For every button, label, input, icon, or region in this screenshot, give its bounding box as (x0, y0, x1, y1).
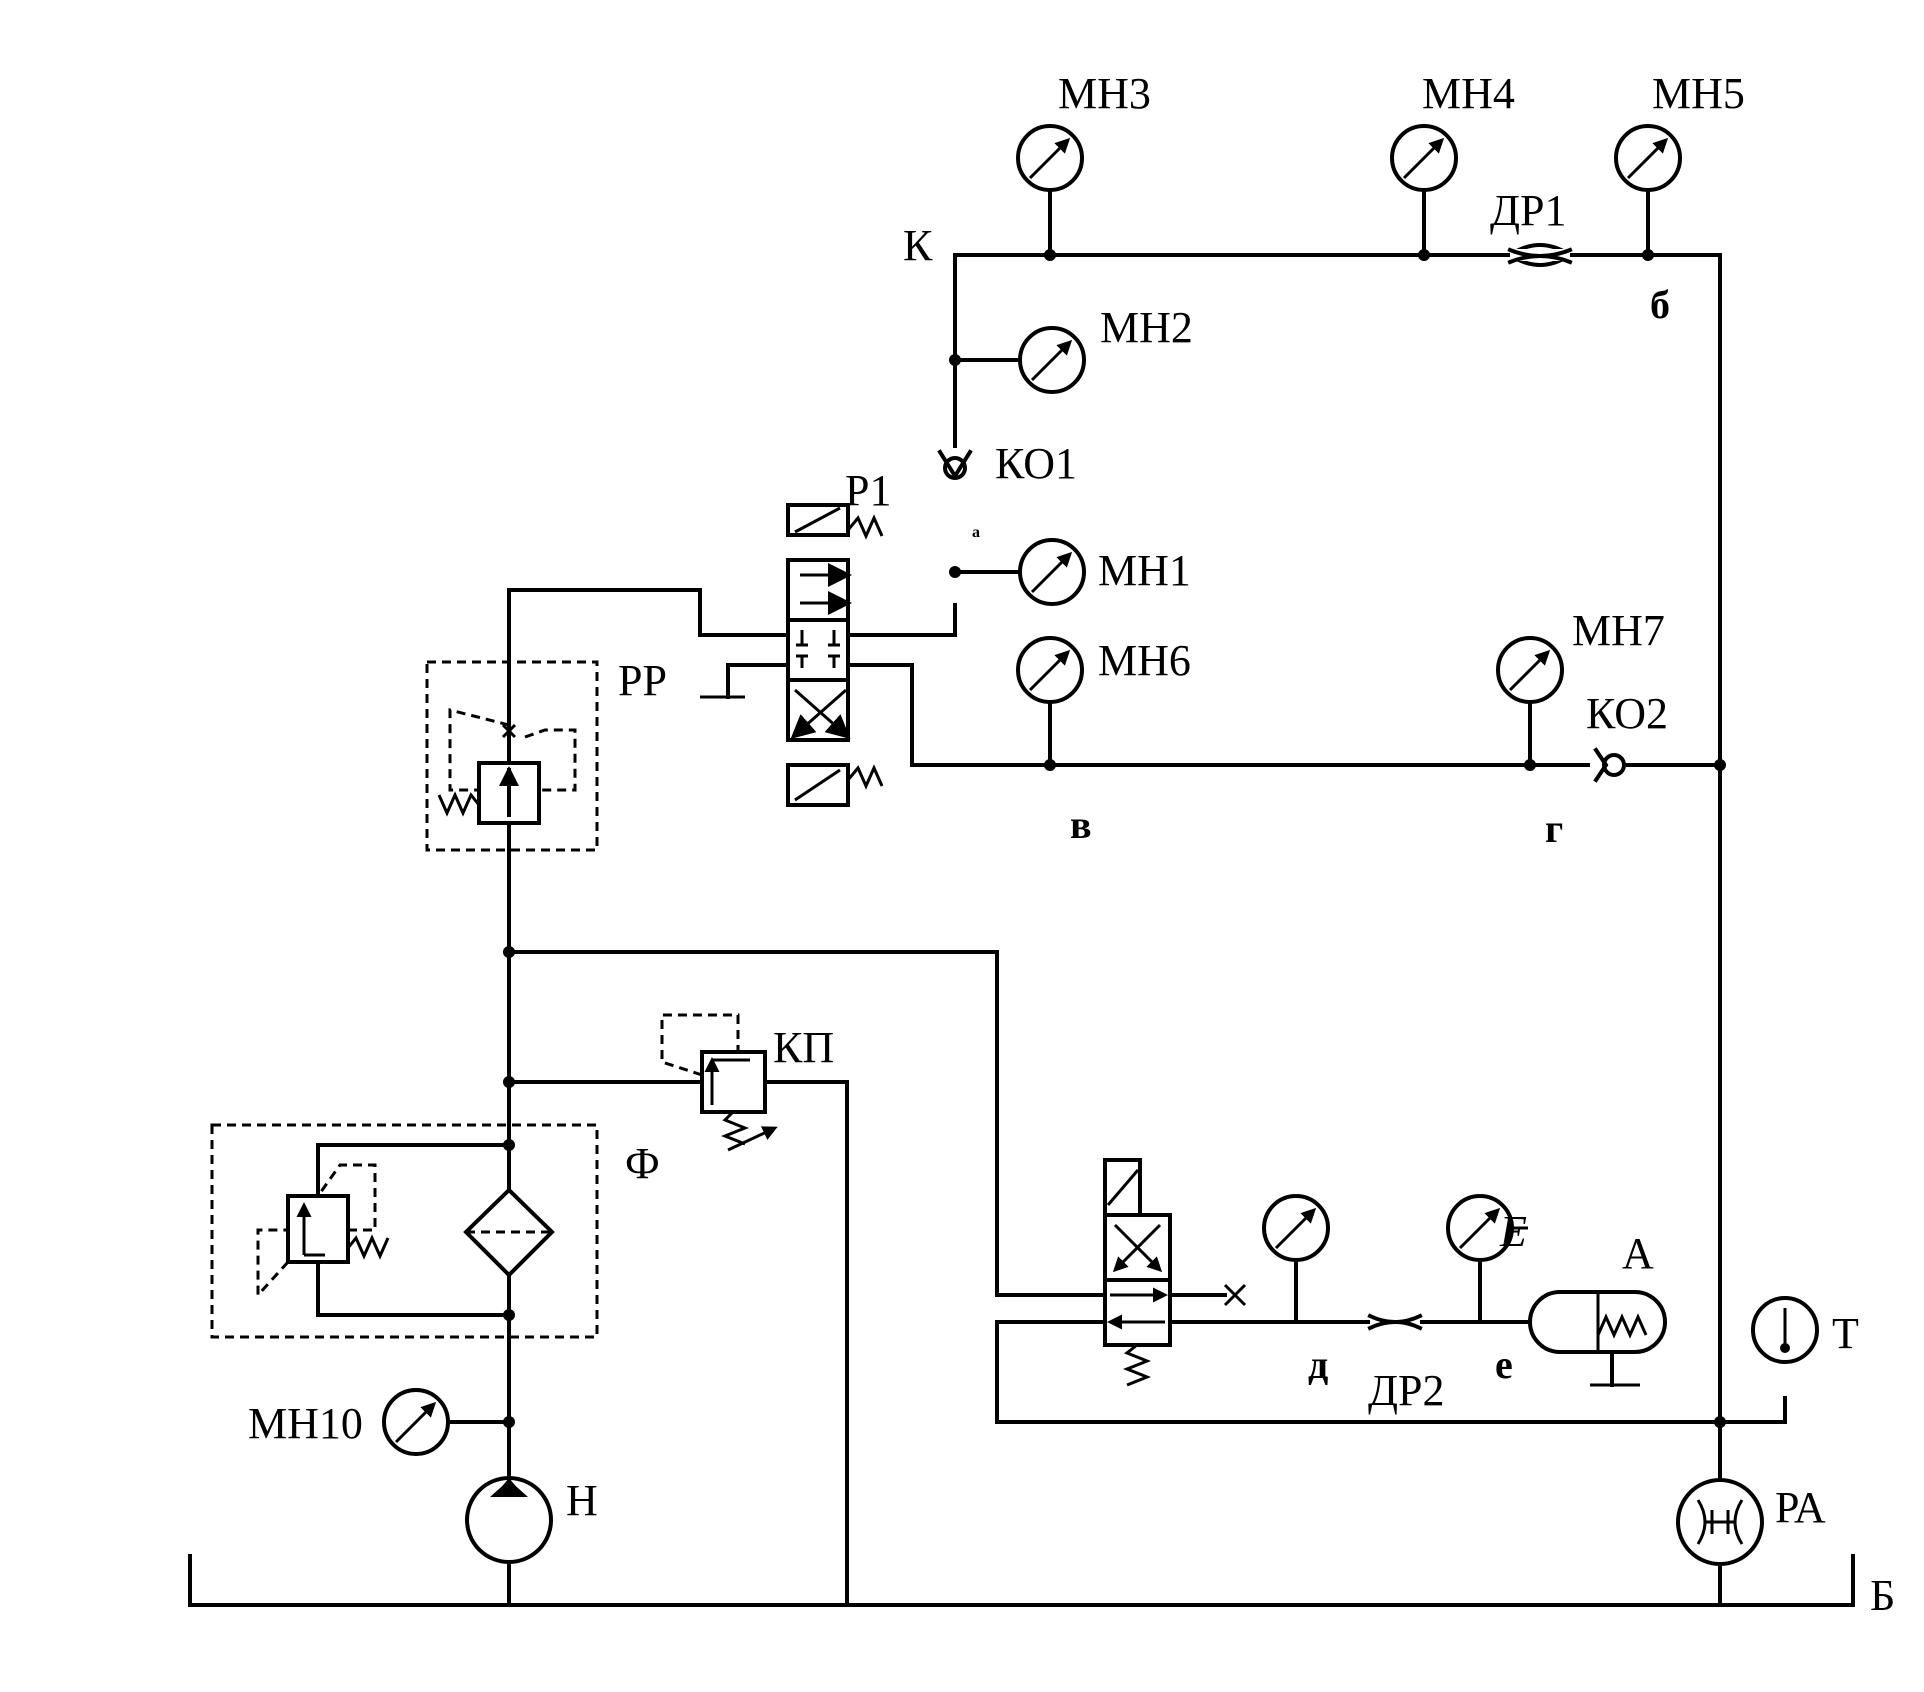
pump-n-icon (465, 1476, 553, 1564)
label-point-d: д (1308, 1342, 1328, 1387)
flowmeter-pa-icon (1676, 1478, 1764, 1566)
manometer-mh4-icon (1390, 124, 1458, 192)
label-t: Т (1832, 1309, 1859, 1358)
label-mh1: МН1 (1098, 546, 1191, 595)
manometer-mh5-icon (1614, 124, 1682, 192)
label-dr2: ДР2 (1368, 1366, 1444, 1415)
label-mh2: МН2 (1100, 303, 1193, 352)
label-pp: РР (618, 656, 667, 705)
label-ko2: КО2 (1586, 689, 1668, 738)
label-p1: Р1 (845, 466, 891, 515)
label-a: А (1622, 1229, 1654, 1278)
pressure-reducer-pp (425, 660, 599, 852)
label-mh7: МН7 (1572, 606, 1665, 655)
label-mh5: МН5 (1652, 69, 1745, 118)
throttle-dr2-icon (1367, 1313, 1423, 1331)
label-tank-b: Б (1870, 1571, 1895, 1620)
manometer-e-icon (1446, 1194, 1528, 1262)
label-point-e: е (1495, 1342, 1513, 1387)
manometer-mh3-icon (1016, 124, 1084, 192)
label-mh6: МН6 (1098, 636, 1191, 685)
pipelines (188, 183, 1855, 1607)
label-point-v: в (1070, 802, 1092, 847)
filter-f (210, 1123, 599, 1339)
manometer-mh10-icon (382, 1388, 450, 1456)
label-point-g: г (1545, 806, 1563, 851)
check-valve-ko2-icon (1590, 747, 1626, 783)
label-e-mark: E (1499, 1207, 1527, 1256)
solenoid-valve-lower (1103, 1158, 1247, 1387)
thermometer-icon (1751, 1296, 1819, 1364)
directional-valve-p1 (786, 503, 884, 807)
label-point-b: б (1650, 282, 1670, 327)
label-f: Ф (625, 1139, 660, 1188)
label-pa: РА (1775, 1483, 1826, 1532)
relief-valve-kp (660, 1013, 778, 1152)
accumulator-a-icon (1528, 1290, 1667, 1387)
label-k: К (903, 221, 933, 270)
label-dr1: ДР1 (1490, 186, 1566, 235)
labels: МН3 МН4 МН5 К ДР1 б МН2 КО1 Р1 а МН1 МН6… (248, 69, 1895, 1620)
junctions (503, 249, 1726, 1428)
label-point-a: а (972, 524, 980, 541)
manometer-d-icon (1262, 1194, 1330, 1262)
manometer-mh6-icon (1016, 636, 1084, 704)
label-kp: КП (773, 1023, 834, 1072)
manometer-mh1-icon (1018, 538, 1086, 606)
label-mh10: МН10 (248, 1399, 363, 1448)
manometer-mh7-icon (1496, 636, 1564, 704)
label-mh4: МН4 (1422, 69, 1515, 118)
throttle-dr1-icon (1507, 243, 1573, 267)
label-ko1: КО1 (995, 439, 1077, 488)
label-n: Н (566, 1476, 598, 1525)
label-mh3: МН3 (1058, 69, 1151, 118)
manometer-mh2-icon (1018, 326, 1086, 394)
check-valve-ko1-icon (937, 448, 973, 480)
